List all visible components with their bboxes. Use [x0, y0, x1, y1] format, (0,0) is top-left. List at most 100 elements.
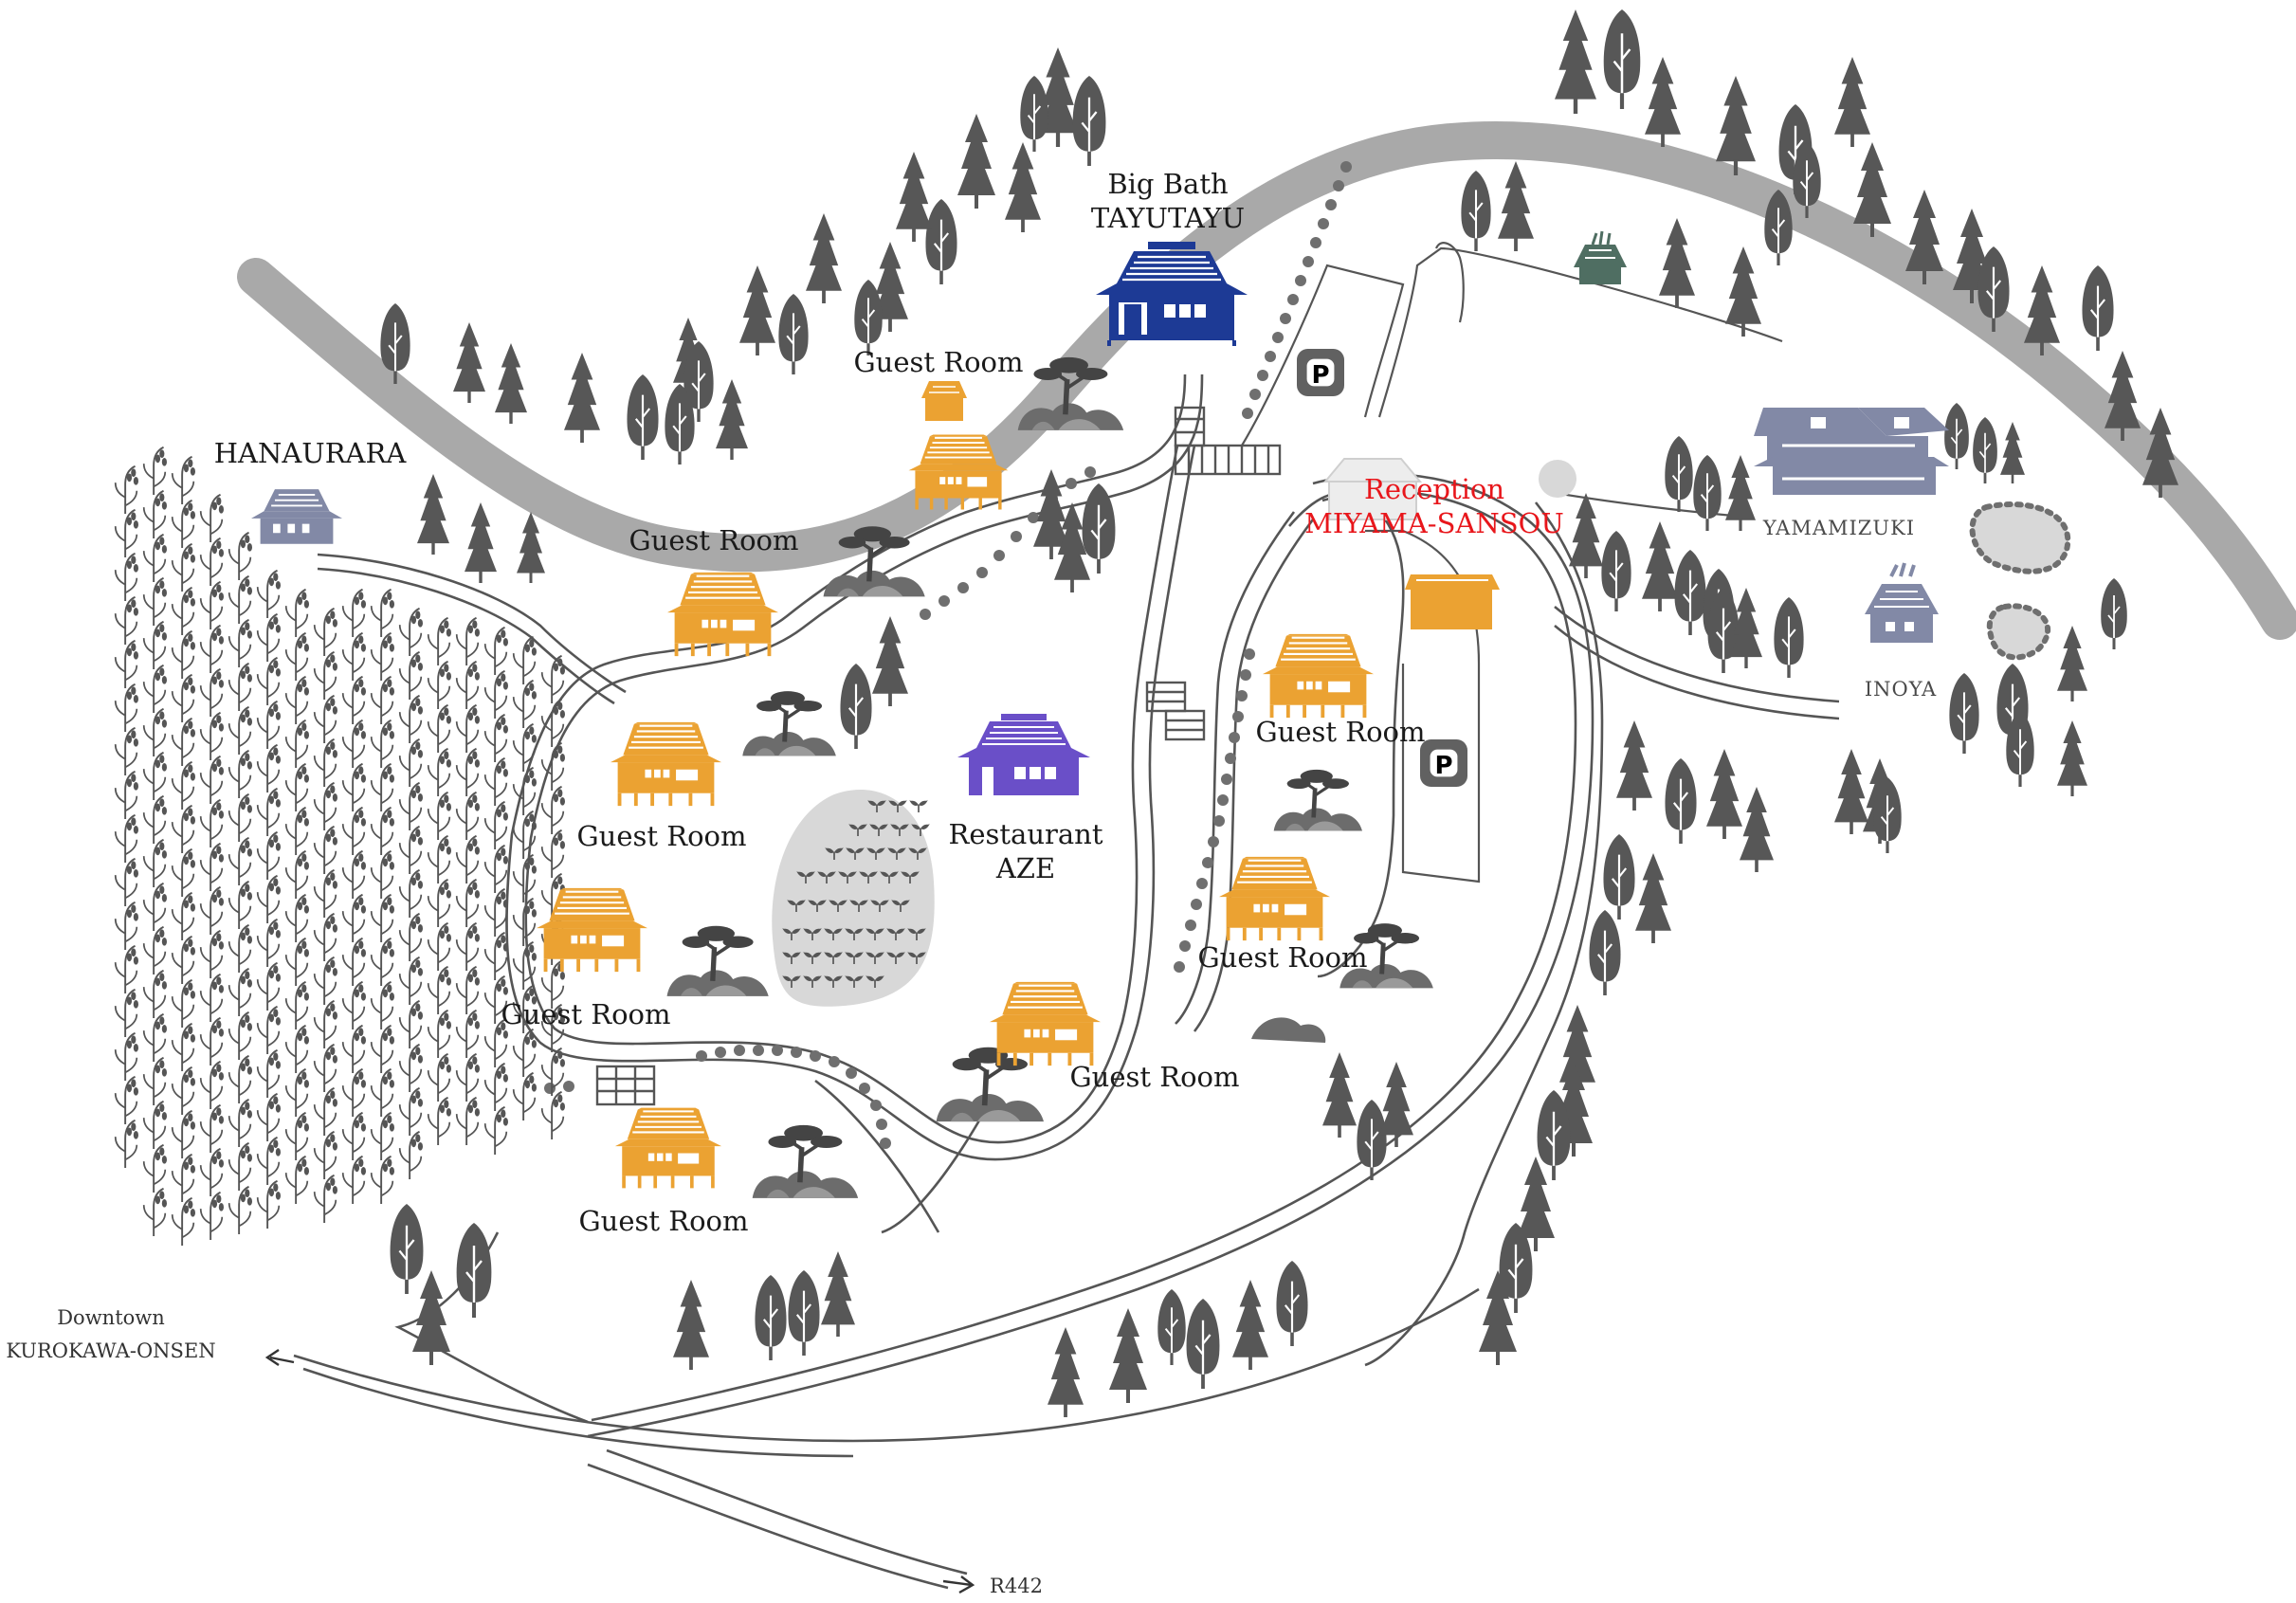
tree-icon [1600, 529, 1632, 613]
tree-icon [412, 1270, 450, 1365]
tree-icon [1602, 832, 1636, 921]
tree-icon [1555, 9, 1596, 114]
rice-icon [199, 580, 225, 630]
rice-icon [228, 1011, 253, 1061]
rice-icon [256, 1136, 282, 1186]
rice-icon [114, 770, 139, 820]
tree-icon [739, 265, 775, 355]
rice-icon [228, 749, 253, 799]
tree-icon [2081, 264, 2115, 353]
rice-icon [142, 969, 168, 1019]
rice-icon [171, 673, 196, 723]
tree-icon [1498, 161, 1534, 251]
rice-icon [427, 1096, 452, 1146]
rice-icon [483, 1062, 509, 1112]
rice-icon [142, 838, 168, 888]
tree-icon [673, 1280, 709, 1370]
rice-icon [398, 1086, 424, 1137]
rice-icon [427, 965, 452, 1015]
tree-icon [1948, 671, 1980, 756]
bridges [595, 406, 1282, 1106]
tree-icon [2000, 422, 2025, 483]
rice-icon [427, 1009, 452, 1059]
rice-icon [398, 825, 424, 875]
rice-icon [256, 918, 282, 968]
rice-icon [427, 1052, 452, 1102]
tree-icon [1185, 1297, 1221, 1391]
tree-icon [1460, 169, 1492, 253]
bath-house-icon [1096, 242, 1248, 346]
guest-room-label: Guest Room [629, 524, 798, 556]
guest-room-label: Guest Room [501, 998, 670, 1030]
guest-room-label: Guest Room [1255, 716, 1425, 748]
tree-icon [1725, 246, 1761, 337]
rice-icon [370, 806, 395, 856]
rice-field [114, 446, 566, 1247]
rice-icon [427, 878, 452, 928]
rice-icon [427, 747, 452, 797]
guest-house-icon [921, 381, 967, 421]
tree-icon [1834, 57, 1870, 147]
guest-room-label: Guest Room [1069, 1061, 1239, 1093]
rice-icon [540, 829, 566, 879]
tree-icon [821, 1251, 855, 1337]
rice-icon [540, 1090, 566, 1140]
rice-icon [199, 929, 225, 979]
rice-icon [256, 1179, 282, 1230]
rice-icon [455, 747, 481, 797]
tree-icon [716, 379, 748, 460]
rice-icon [284, 588, 310, 638]
tree-icon [1157, 1288, 1187, 1366]
rice-icon [114, 726, 139, 776]
rice-icon [455, 965, 481, 1015]
tree-icon [2057, 720, 2087, 796]
rice-icon [171, 891, 196, 941]
rice-icon [199, 1191, 225, 1241]
tree-icon [2057, 626, 2087, 701]
rice-icon [171, 1066, 196, 1116]
tree-icon [777, 292, 810, 376]
guest-house-icon [1217, 854, 1332, 943]
tree-icon [1539, 460, 1576, 498]
rice-icon [142, 882, 168, 932]
tree-icon [1109, 1308, 1147, 1403]
rice-icon [398, 1130, 424, 1180]
rice-icon [228, 1185, 253, 1235]
guest-room-label: Guest Room [578, 1205, 748, 1237]
guest-room-label: Guest Room [1197, 941, 1367, 974]
tree-icon [1692, 454, 1722, 532]
rice-icon [114, 944, 139, 994]
rice-icon [427, 834, 452, 884]
rice-icon [427, 616, 452, 666]
restaurant-icon [956, 712, 1092, 797]
rock-icon [937, 1047, 1044, 1121]
rice-icon [284, 937, 310, 987]
downtown-label: Downtown [57, 1306, 165, 1329]
tree-icon [1740, 787, 1774, 872]
rice-icon [114, 595, 139, 646]
tree-icon [754, 1273, 788, 1362]
reception-name: MIYAMA-SANSOU [1304, 507, 1564, 539]
rice-icon [370, 980, 395, 1030]
tree-icon [1706, 749, 1742, 839]
rice-icon [341, 806, 367, 856]
annex-icon [1865, 562, 1939, 643]
tree-icon [1322, 1052, 1357, 1138]
hanaurara-label: HANAURARA [214, 437, 408, 469]
rice-icon [256, 830, 282, 881]
rice-icon [341, 719, 367, 769]
rice-icon [114, 683, 139, 733]
walking-paths [293, 242, 1840, 1590]
garden-patch [772, 789, 935, 1007]
stone-row-2 [920, 466, 1096, 620]
rice-icon [171, 629, 196, 680]
rice-icon [398, 781, 424, 831]
rice-icon [512, 1071, 538, 1121]
rice-icon [427, 660, 452, 710]
tree-icon [1019, 75, 1049, 153]
rice-icon [398, 650, 424, 701]
tree-icon [1773, 595, 1805, 680]
tree-icon [1645, 57, 1681, 147]
tree-icon [1048, 1327, 1084, 1417]
rice-icon [142, 925, 168, 975]
